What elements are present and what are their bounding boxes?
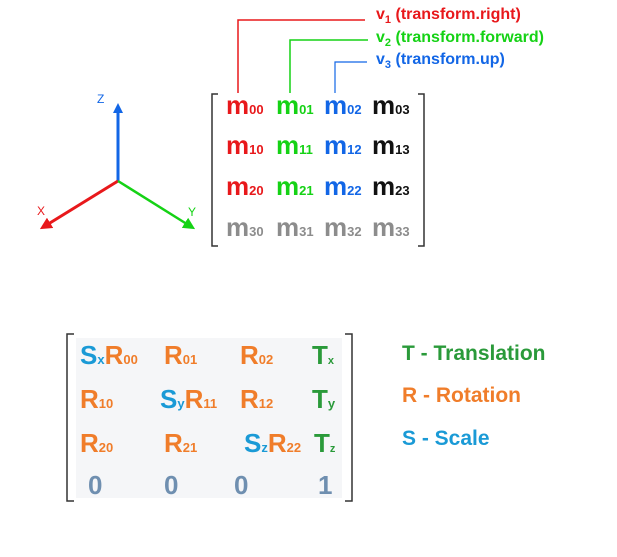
- trs-cell-11: SyR11: [160, 384, 218, 414]
- legend-rotation: R - Rotation: [402, 384, 521, 407]
- v1-leader-line: [237, 19, 365, 93]
- trs-cell-00: SxR00: [80, 340, 138, 370]
- y-axis-arrow: [117, 179, 196, 230]
- matrix2-right-bracket: [345, 333, 353, 502]
- trs-cell-22: SzR22: [244, 428, 302, 458]
- legend-scale: S - Scale: [402, 427, 490, 450]
- m10-cell: m10: [226, 130, 264, 160]
- matrix2-left-bracket: [66, 333, 74, 502]
- v1-label: v1 (transform.right): [376, 6, 521, 27]
- m32-cell: m32: [324, 212, 362, 242]
- v3-label: v3 (transform.up): [376, 51, 505, 72]
- trs-cell-03: Tx: [312, 340, 335, 370]
- trs-cell-32: 0: [234, 470, 249, 500]
- m23-cell: m23: [372, 171, 410, 201]
- m00-cell: m00: [226, 90, 264, 120]
- m01-cell: m01: [276, 90, 314, 120]
- z-axis-label: Z: [97, 92, 105, 106]
- trs-cell-01: R01: [164, 340, 198, 370]
- v2-label: v2 (transform.forward): [376, 29, 544, 50]
- m03-cell: m03: [372, 90, 410, 120]
- m22-cell: m22: [324, 171, 362, 201]
- v3-leader-line: [334, 61, 367, 93]
- m21-cell: m21: [276, 171, 314, 201]
- m20-cell: m20: [226, 171, 264, 201]
- trs-cell-02: R02: [240, 340, 274, 370]
- m11-cell: m11: [276, 130, 313, 160]
- legend-translation: T - Translation: [402, 342, 546, 365]
- trs-cell-20: R20: [80, 428, 114, 458]
- y-axis-label: Y: [188, 205, 197, 219]
- trs-cell-13: Ty: [312, 384, 336, 414]
- trs-cell-23: Tz: [314, 428, 336, 458]
- m33-cell: m33: [372, 212, 410, 242]
- m31-cell: m31: [276, 212, 314, 242]
- trs-cell-12: R12: [240, 384, 274, 414]
- trs-cell-21: R21: [164, 428, 198, 458]
- m30-cell: m30: [226, 212, 264, 242]
- m02-cell: m02: [324, 90, 362, 120]
- x-axis-label: X: [37, 204, 46, 218]
- trs-cell-10: R10: [80, 384, 114, 414]
- x-axis-arrow: [39, 179, 119, 230]
- trs-matrix-background: [76, 338, 342, 498]
- trs-cell-33: 1: [318, 470, 333, 500]
- matrix1-right-bracket: [418, 93, 425, 247]
- v2-leader-line: [289, 39, 368, 93]
- matrix1-left-bracket: [211, 93, 218, 247]
- m13-cell: m13: [372, 130, 410, 160]
- m12-cell: m12: [324, 130, 362, 160]
- trs-cell-30: 0: [88, 470, 103, 500]
- trs-cell-31: 0: [164, 470, 179, 500]
